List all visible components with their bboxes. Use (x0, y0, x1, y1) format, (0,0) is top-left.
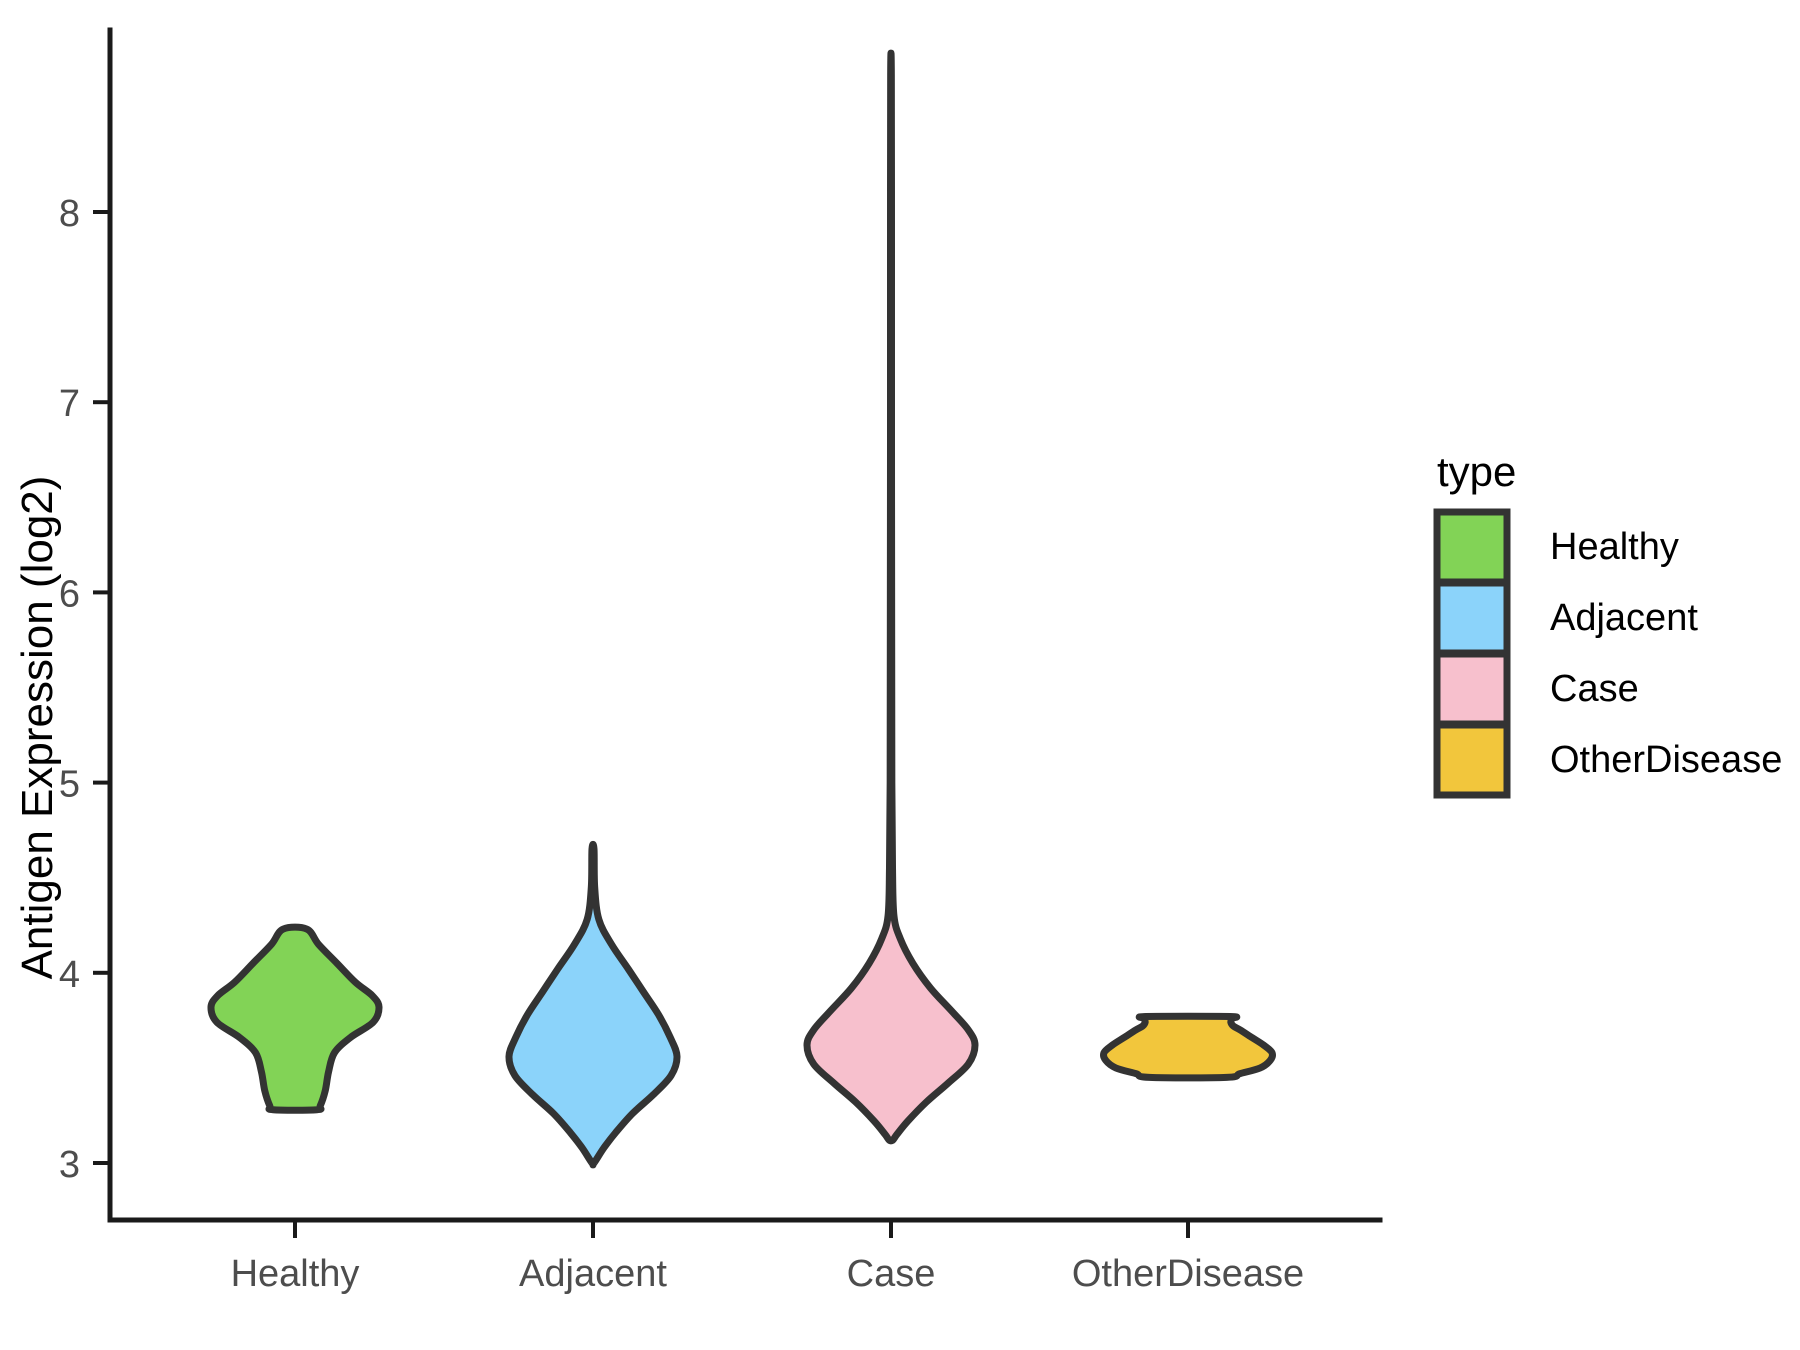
y-tick-label: 4 (59, 954, 80, 996)
legend-label-healthy: Healthy (1550, 526, 1679, 568)
violin-healthy[interactable] (207, 923, 383, 1114)
y-tick-label: 6 (59, 573, 80, 615)
legend-swatch-case[interactable] (1433, 650, 1511, 728)
legend-title: type (1437, 448, 1516, 495)
axis-titles: Antigen Expression (log2) (13, 476, 62, 980)
y-tick-label: 8 (59, 193, 80, 235)
violin-series-group (207, 49, 1276, 1169)
violin-case[interactable] (803, 49, 979, 1145)
x-tick-label: OtherDisease (1072, 1253, 1304, 1295)
y-tick-label: 5 (59, 764, 80, 806)
violin-otherdisease[interactable] (1100, 1012, 1276, 1082)
y-tick-label: 7 (59, 383, 80, 425)
legend-label-otherdisease: OtherDisease (1550, 739, 1782, 781)
violin-adjacent[interactable] (505, 840, 681, 1169)
legend-label-adjacent: Adjacent (1550, 597, 1698, 639)
legend-swatch-adjacent[interactable] (1433, 579, 1511, 657)
y-axis: 3 4 5 6 7 8 (59, 27, 113, 1223)
x-tick-label: Adjacent (519, 1253, 667, 1295)
legend-swatch-healthy[interactable] (1433, 508, 1511, 586)
x-tick-label: Case (847, 1253, 936, 1295)
y-axis-title: Antigen Expression (log2) (13, 476, 62, 980)
x-tick-label: Healthy (231, 1253, 360, 1295)
legend-label-case: Case (1550, 668, 1639, 710)
x-axis: Healthy Adjacent Case OtherDisease (107, 1217, 1383, 1295)
legend-swatch-otherdisease[interactable] (1433, 721, 1511, 799)
y-tick-label: 3 (59, 1144, 80, 1186)
